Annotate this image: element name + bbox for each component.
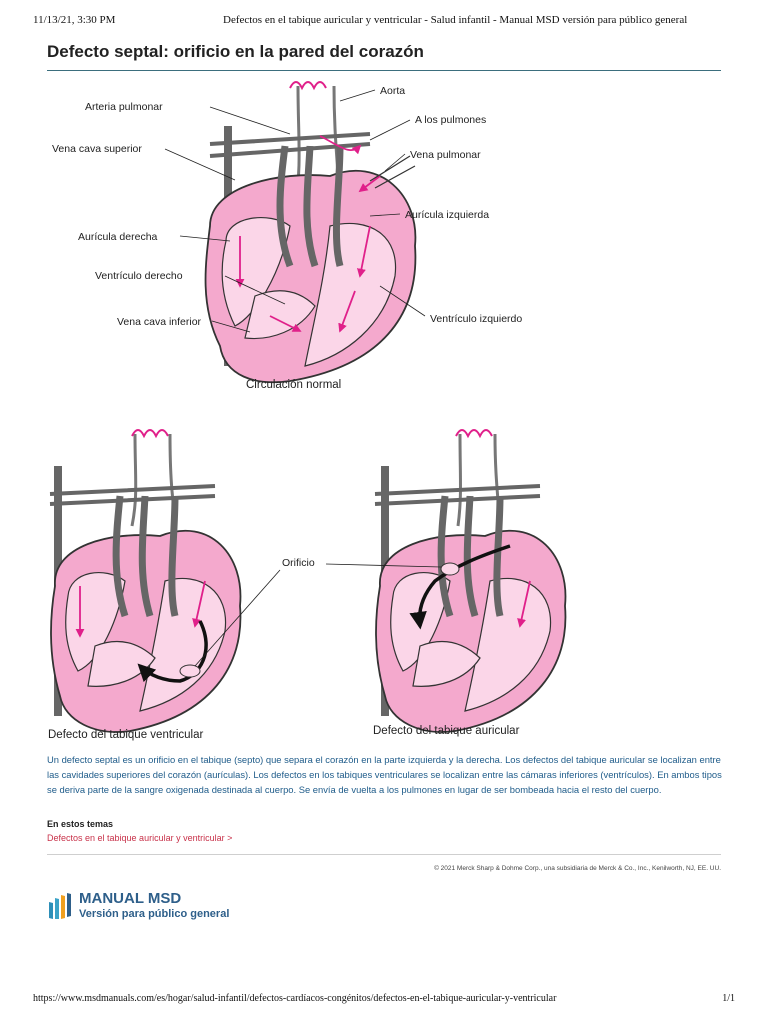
normal-heart-drawing	[204, 81, 417, 384]
title-divider	[47, 70, 721, 71]
related-topic-link[interactable]: Defectos en el tabique auricular y ventr…	[47, 833, 233, 843]
label-auricula-derecha: Aurícula derecha	[78, 231, 158, 243]
label-vena-pulmonar: Vena pulmonar	[410, 149, 481, 161]
label-arteria-pulmonar: Arteria pulmonar	[85, 101, 163, 113]
related-topics-label: En estos temas	[47, 819, 114, 829]
footer-divider	[47, 854, 721, 855]
caption-defecto-tabique-ventricular: Defecto del tabique ventricular	[48, 729, 204, 741]
heart-figure: Arteria pulmonar Vena cava superior Aurí…	[48, 81, 567, 741]
print-url: https://www.msdmanuals.com/es/hogar/salu…	[33, 993, 557, 1004]
brand-name: MANUAL MSD	[79, 890, 182, 907]
print-header: 11/13/21, 3:30 PM Defectos en el tabique…	[33, 14, 735, 32]
atrial-defect-drawing	[374, 429, 567, 733]
print-page-number: 1/1	[722, 993, 735, 1004]
vsd-hole	[179, 664, 201, 678]
print-footer: https://www.msdmanuals.com/es/hogar/salu…	[33, 993, 735, 1009]
label-ventriculo-derecho: Ventrículo derecho	[95, 270, 183, 282]
print-datetime: 11/13/21, 3:30 PM	[33, 14, 116, 26]
page-title: Defecto septal: orificio en la pared del…	[47, 42, 424, 61]
copyright-notice: © 2021 Merck Sharp & Dohme Corp., una su…	[434, 865, 721, 872]
print-page-title: Defectos en el tabique auricular y ventr…	[223, 14, 688, 26]
label-aorta: Aorta	[380, 85, 405, 97]
label-auricula-izquierda: Aurícula izquierda	[405, 209, 489, 221]
label-vena-cava-superior: Vena cava superior	[52, 143, 142, 155]
label-vena-cava-inferior: Vena cava inferior	[117, 316, 202, 328]
label-orificio: Orificio	[282, 557, 315, 569]
caption-circulacion-normal: Circulación normal	[246, 379, 341, 391]
msd-logo-icon	[49, 893, 71, 919]
brand-subtitle: Versión para público general	[79, 908, 230, 920]
caption-defecto-tabique-auricular: Defecto del tabique auricular	[373, 725, 520, 737]
label-ventriculo-izquierdo: Ventrículo izquierdo	[430, 313, 522, 325]
label-a-los-pulmones: A los pulmones	[415, 114, 486, 126]
figure-caption: Un defecto septal es un orificio en el t…	[47, 754, 722, 795]
ventricular-defect-drawing	[49, 429, 242, 733]
asd-hole	[440, 562, 460, 576]
